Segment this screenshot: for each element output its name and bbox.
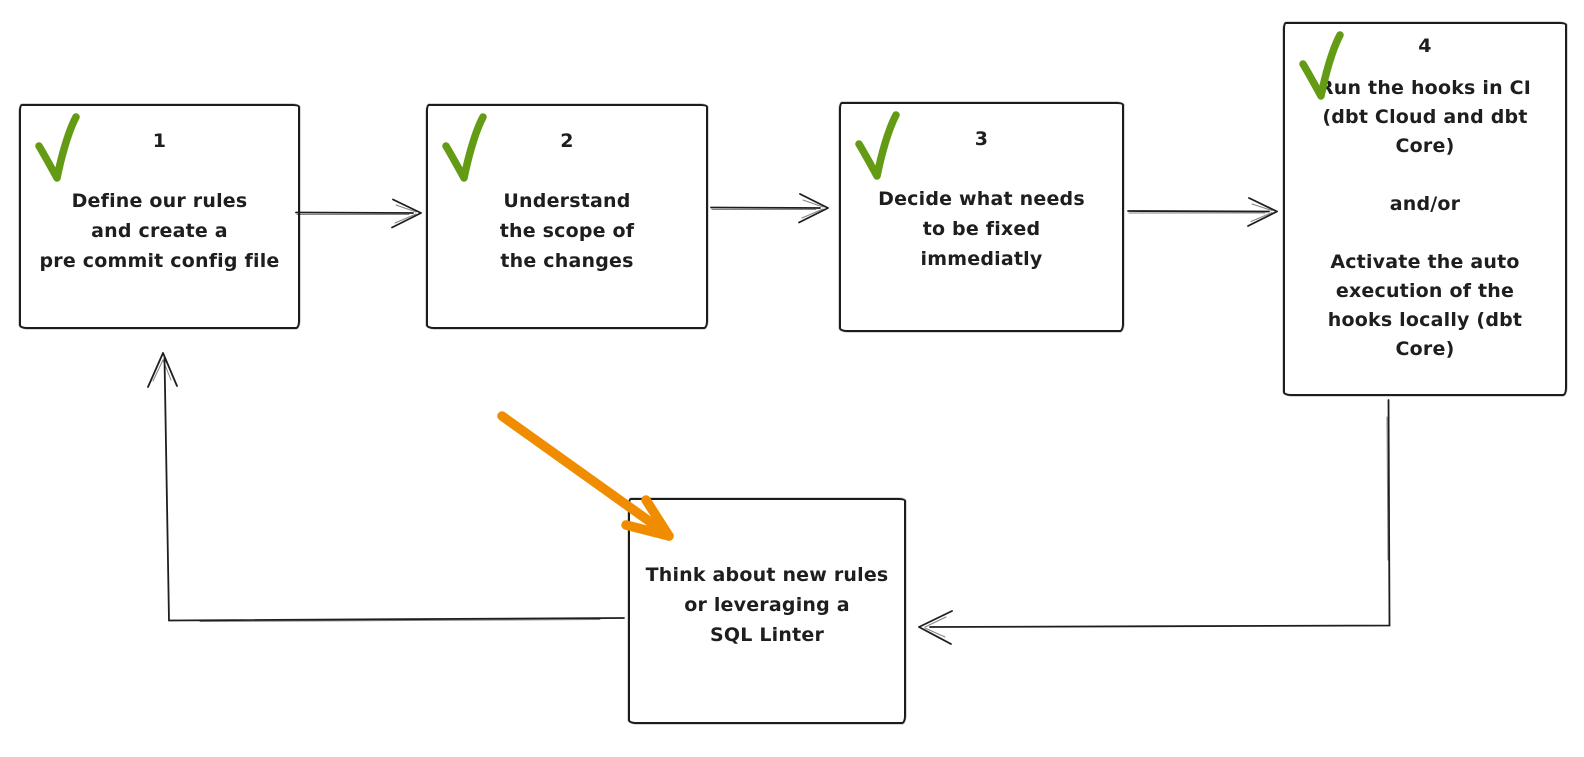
- checkmark-icon: [442, 113, 487, 182]
- step-number: 1: [152, 130, 167, 152]
- step-label: Run the hooks in CI (dbt Cloud and dbt C…: [1318, 77, 1532, 360]
- step-label: Define our rules and create a pre commit…: [39, 190, 280, 272]
- step-number: 4: [1418, 35, 1432, 57]
- step-2-box: 2 Understand the scope of the changes: [426, 104, 708, 329]
- arrow-step2-to-step3: [710, 193, 829, 224]
- step-3-box: 3 Decide what needs to be fixed immediat…: [839, 102, 1124, 332]
- feedback-box: Think about new rules or leveraging a SQ…: [628, 498, 906, 724]
- checkmark-icon: [855, 111, 900, 180]
- arrow-step3-to-step4: [1127, 197, 1278, 227]
- step-number: 2: [560, 130, 574, 152]
- step-label: Decide what needs to be fixed immediatly: [878, 188, 1085, 270]
- checkmark-icon: [35, 113, 80, 182]
- arrow-feedback-to-step1: [147, 352, 625, 622]
- step-number: 3: [974, 128, 989, 150]
- step-4-box: 4 Run the hooks in CI (dbt Cloud and dbt…: [1283, 22, 1567, 396]
- checkmark-icon: [1299, 31, 1344, 100]
- arrow-step4-to-feedback: [918, 399, 1391, 645]
- step-1-box: 1 Define our rules and create a pre comm…: [19, 104, 300, 329]
- step-label: Understand the scope of the changes: [499, 190, 635, 272]
- feedback-label: Think about new rules or leveraging a SQ…: [645, 564, 889, 646]
- arrow-step1-to-step2: [295, 198, 422, 229]
